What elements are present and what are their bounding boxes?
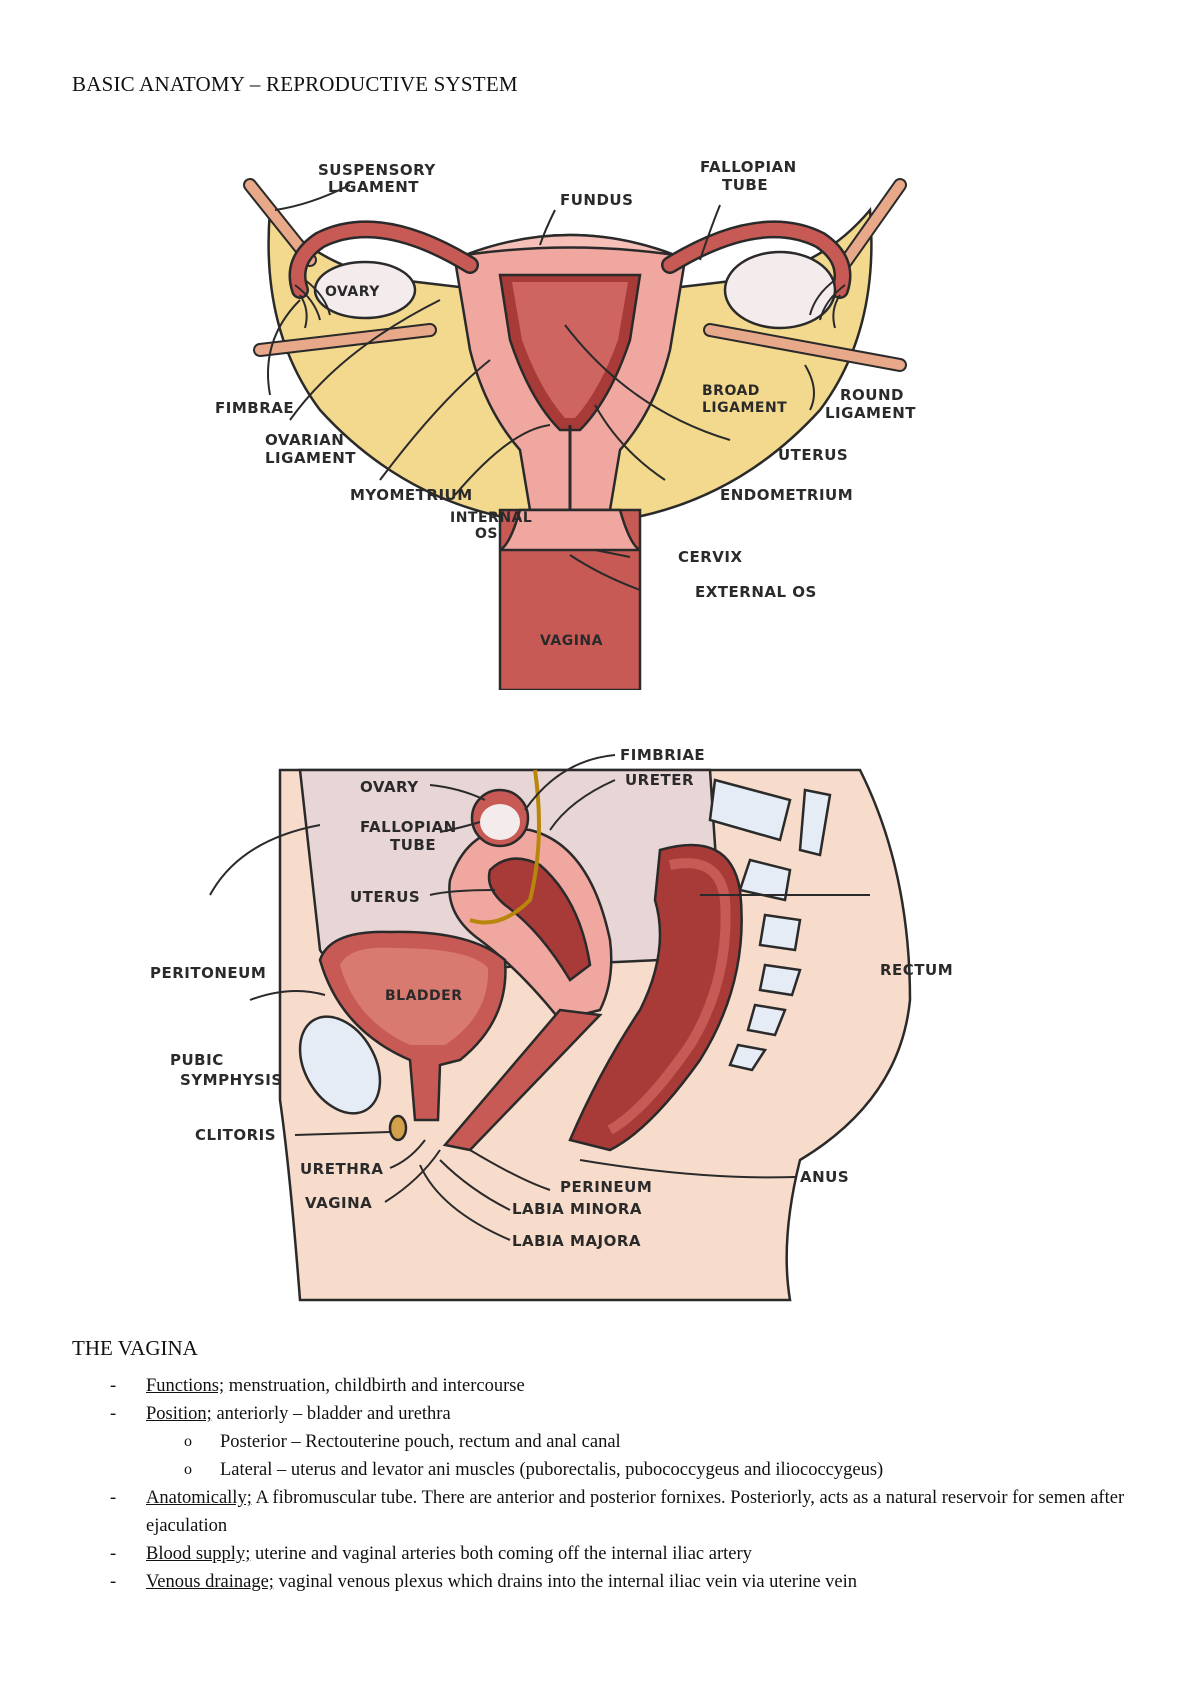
- label-labia-minora: LABIA MINORA: [512, 1200, 642, 1218]
- section-title-vagina: THE VAGINA: [72, 1336, 198, 1360]
- note-functions: Functions; menstruation, childbirth and …: [72, 1372, 1132, 1400]
- note-text: Posterior – Rectouterine pouch, rectum a…: [220, 1432, 621, 1452]
- ovary-right: [723, 250, 837, 330]
- vagina-notes-list: Functions; menstruation, childbirth and …: [72, 1372, 1132, 1596]
- label-internal-os-1: INTERNAL: [450, 510, 532, 526]
- note-term: Venous drainage;: [146, 1572, 274, 1592]
- rectum-shape: [568, 843, 743, 1152]
- label-uterus: UTERUS: [778, 446, 848, 464]
- label-external-os: EXTERNAL OS: [695, 583, 817, 601]
- sacrum-bones: [708, 778, 832, 1072]
- label-ureter: URETER: [625, 771, 694, 789]
- note-text: vaginal venous plexus which drains into …: [273, 1572, 858, 1592]
- note-term: Blood supply;: [146, 1544, 251, 1564]
- label-pubic-2: SYMPHYSIS: [180, 1071, 283, 1089]
- note-lateral: Lateral – uterus and levator ani muscles…: [72, 1456, 1132, 1484]
- label-broad-2: LIGAMENT: [702, 400, 787, 416]
- page-title: BASIC ANATOMY – REPRODUCTIVE SYSTEM: [72, 72, 518, 96]
- note-text: uterine and vaginal arteries both coming…: [250, 1544, 752, 1564]
- note-anatomically: Anatomically; A fibromuscular tube. Ther…: [72, 1484, 1132, 1540]
- note-term: Position;: [146, 1404, 212, 1424]
- label-ovarian-1: OVARIAN: [265, 431, 344, 449]
- label-fallopian-1: FALLOPIAN: [360, 818, 457, 836]
- label-round-1: ROUND: [840, 386, 904, 404]
- vagina-notes: Functions; menstruation, childbirth and …: [72, 1372, 1132, 1596]
- label-labia-majora: LABIA MAJORA: [512, 1232, 641, 1250]
- label-endometrium: ENDOMETRIUM: [720, 486, 853, 504]
- pubic-symphysis: [298, 1015, 382, 1115]
- label-pubic-1: PUBIC: [170, 1051, 224, 1069]
- label-fallopian-1: FALLOPIAN: [700, 158, 797, 176]
- note-blood-supply: Blood supply; uterine and vaginal arteri…: [72, 1540, 1132, 1568]
- label-suspensory-2: LIGAMENT: [328, 178, 419, 196]
- label-ovary: OVARY: [325, 284, 380, 300]
- label-vagina: VAGINA: [540, 633, 603, 649]
- label-ovary-sagittal: OVARY: [360, 778, 419, 796]
- label-peritoneum: PERITONEUM: [150, 964, 266, 982]
- note-text: Lateral – uterus and levator ani muscles…: [220, 1460, 884, 1480]
- uterus-frontal-svg: SUSPENSORY LIGAMENT FALLOPIAN TUBE FUNDU…: [215, 158, 916, 692]
- label-uterus-sagittal: UTERUS: [350, 888, 420, 906]
- label-fallopian-2: TUBE: [390, 836, 436, 854]
- label-fimbrae: FIMBRAE: [215, 399, 294, 417]
- uterine-cavity-sagittal: [487, 857, 592, 982]
- pelvis-sagittal-diagram: FIMBRIAE URETER OVARY FALLOPIAN TUBE UTE…: [140, 720, 1060, 1320]
- label-fimbriae: FIMBRIAE: [620, 746, 705, 764]
- uterus-frontal-diagram: SUSPENSORY LIGAMENT FALLOPIAN TUBE FUNDU…: [200, 150, 940, 692]
- label-anus: ANUS: [800, 1168, 849, 1186]
- label-perineum: PERINEUM: [560, 1178, 652, 1196]
- label-urethra: URETHRA: [300, 1160, 383, 1178]
- label-suspensory-1: SUSPENSORY: [318, 161, 436, 179]
- label-broad-1: BROAD: [702, 383, 760, 399]
- label-clitoris: CLITORIS: [195, 1126, 276, 1144]
- label-internal-os-2: OS: [475, 526, 498, 542]
- label-vagina-sagittal: VAGINA: [305, 1194, 372, 1212]
- note-venous-drainage: Venous drainage; vaginal venous plexus w…: [72, 1568, 1132, 1596]
- pelvis-sagittal-svg: FIMBRIAE URETER OVARY FALLOPIAN TUBE UTE…: [150, 746, 953, 1302]
- label-cervix: CERVIX: [678, 548, 743, 566]
- note-text: menstruation, childbirth and intercourse: [224, 1376, 525, 1396]
- uterine-cavity: [512, 282, 628, 418]
- label-fallopian-2: TUBE: [722, 176, 768, 194]
- note-text: A fibromuscular tube. There are anterior…: [146, 1488, 1125, 1536]
- fimbriae-right: [809, 279, 846, 329]
- label-round-2: LIGAMENT: [825, 404, 916, 422]
- bladder-inner: [340, 947, 489, 1045]
- ureter-line: [469, 769, 541, 925]
- label-bladder: BLADDER: [385, 988, 463, 1004]
- cervix-shape: [499, 508, 641, 552]
- note-term: Functions;: [146, 1376, 225, 1396]
- note-posterior: Posterior – Rectouterine pouch, rectum a…: [72, 1428, 1132, 1456]
- note-term: Anatomically;: [146, 1488, 252, 1508]
- label-ovarian-2: LIGAMENT: [265, 449, 356, 467]
- clitoris-shape: [388, 1114, 408, 1142]
- label-fundus: FUNDUS: [560, 191, 633, 209]
- label-myometrium: MYOMETRIUM: [350, 486, 473, 504]
- note-position: Position; anteriorly – bladder and ureth…: [72, 1400, 1132, 1428]
- label-rectum: RECTUM: [880, 961, 953, 979]
- note-text: anteriorly – bladder and urethra: [211, 1404, 451, 1424]
- fimbriae-left: [294, 279, 331, 329]
